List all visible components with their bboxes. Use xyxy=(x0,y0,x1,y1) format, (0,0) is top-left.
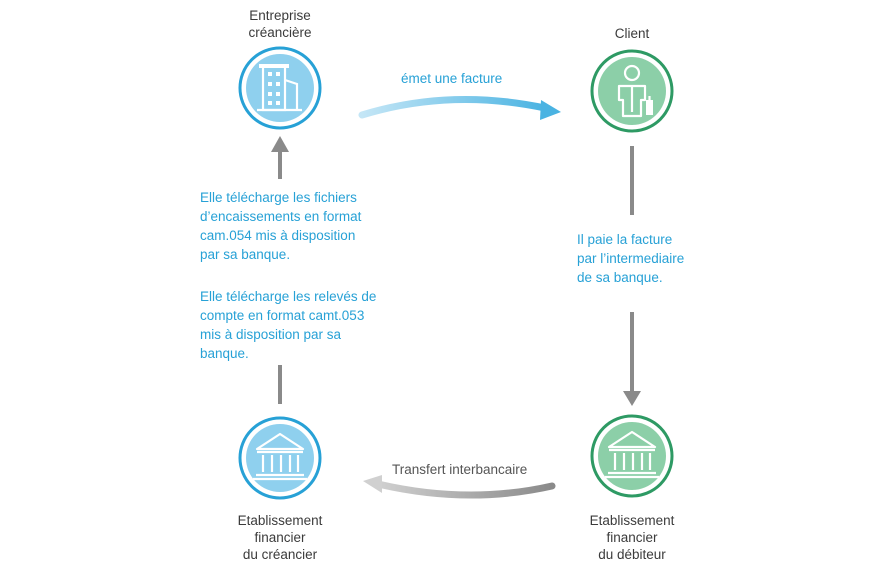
person-icon xyxy=(617,64,653,118)
building-icon xyxy=(257,64,302,112)
interbank-arrow xyxy=(374,480,556,499)
camt054-label-line3: cam.054 mis à disposition xyxy=(200,228,356,243)
camt053-label-line2: compte en format camt.053 xyxy=(200,308,365,323)
debtor-bank-label-line1: Etablissement xyxy=(589,513,675,528)
creditor-label-line2: créancière xyxy=(248,25,312,40)
creditor-bank-node xyxy=(238,416,322,500)
payment-label-line1: Il paie la facture xyxy=(577,232,673,247)
creditor-bank-label-line3: du créancier xyxy=(242,547,318,562)
creditor-bank-label-line2: financier xyxy=(254,530,306,545)
client-label-line1: Client xyxy=(614,26,650,41)
debtor-bank-node xyxy=(590,414,674,498)
camt053-label-line1: Elle télécharge les relevés de xyxy=(200,289,377,304)
invoice-arrowhead xyxy=(540,100,561,120)
invoice-label: émet une facture xyxy=(401,71,503,86)
invoice-arrow xyxy=(358,95,549,119)
camt053-label-line3: mis à disposition par sa xyxy=(200,327,342,342)
download-arrowhead xyxy=(271,136,289,152)
payment-label-line2: par l’intermediaire xyxy=(577,251,685,266)
creditor-label-line1: Entreprise xyxy=(249,8,311,23)
interbank-label: Transfert interbancaire xyxy=(392,462,528,477)
client-label: Client xyxy=(582,25,682,42)
bank-icon xyxy=(253,432,307,481)
camt054-label-line1: Elle télécharge les fichiers xyxy=(200,190,357,205)
payment-label-line3: de sa banque. xyxy=(577,270,663,285)
camt054-label-line2: d’encaissements en format xyxy=(200,209,362,224)
payment-arrowhead xyxy=(623,391,641,406)
creditor-bank-label: Etablissement financier du créancier xyxy=(220,512,340,563)
creditor-bank-label-line1: Etablissement xyxy=(237,513,323,528)
creditor-label: Entreprise créancière xyxy=(230,7,330,41)
client-node xyxy=(590,49,674,133)
interbank-arrowhead xyxy=(363,475,382,493)
bank-icon xyxy=(605,430,659,479)
camt054-label: Elle télécharge les fichiers d’encaissem… xyxy=(200,188,361,264)
camt053-label: Elle télécharge les relevés de compte en… xyxy=(200,287,376,363)
payment-label: Il paie la facture par l’intermediaire d… xyxy=(577,230,684,287)
creditor-node xyxy=(238,46,322,130)
camt053-label-line4: banque. xyxy=(200,346,249,361)
debtor-bank-label: Etablissement financier du débiteur xyxy=(572,512,692,563)
debtor-bank-label-line3: du débiteur xyxy=(598,547,666,562)
camt054-label-line4: par sa banque. xyxy=(200,247,291,262)
debtor-bank-label-line2: financier xyxy=(606,530,658,545)
